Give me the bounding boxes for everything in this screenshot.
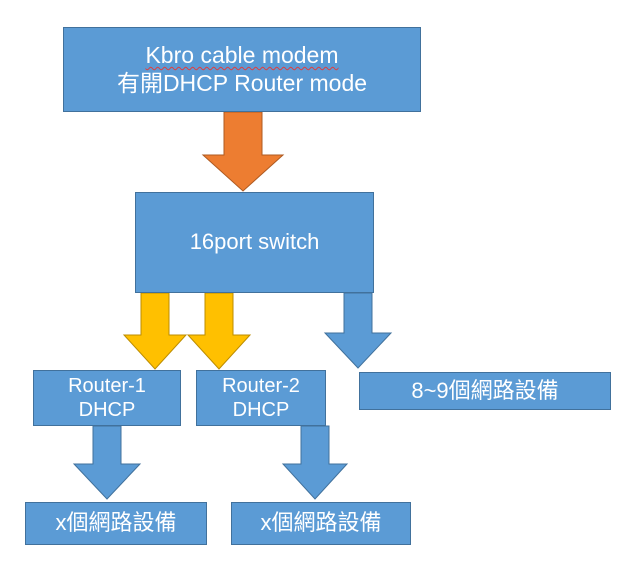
- arrow-router1-to-devices: [72, 425, 142, 500]
- router-2-devices-box: x個網路設備: [231, 502, 411, 545]
- router-1-box: Router-1 DHCP: [33, 370, 181, 426]
- router-1-name: Router-1: [68, 375, 146, 397]
- cable-modem-box: Kbro cable modem 有開DHCP Router mode: [63, 27, 421, 112]
- devices-8-9-label: 8~9個網路設備: [411, 377, 559, 403]
- arrow-switch-to-router2: [186, 292, 252, 370]
- switch-label: 16port switch: [189, 229, 320, 255]
- cable-modem-title: Kbro cable modem: [145, 42, 338, 70]
- router-1-dhcp: DHCP: [78, 399, 136, 421]
- arrow-router2-to-devices: [281, 425, 349, 500]
- router-2-box: Router-2 DHCP: [196, 370, 326, 426]
- arrow-switch-to-router1: [122, 292, 188, 370]
- arrow-modem-to-switch: [201, 111, 285, 192]
- router-2-devices-label: x個網路設備: [260, 510, 382, 536]
- router-2-dhcp: DHCP: [232, 399, 290, 421]
- switch-box: 16port switch: [135, 192, 374, 293]
- devices-8-9-box: 8~9個網路設備: [359, 372, 611, 410]
- router-2-name: Router-2: [222, 375, 300, 397]
- cable-modem-mode: 有開DHCP Router mode: [116, 69, 368, 96]
- router-1-devices-box: x個網路設備: [25, 502, 207, 545]
- cable-modem-title-text: Kbro cable modem: [145, 41, 339, 68]
- router-1-devices-label: x個網路設備: [55, 510, 177, 536]
- arrow-switch-to-devices-8-9: [323, 292, 393, 369]
